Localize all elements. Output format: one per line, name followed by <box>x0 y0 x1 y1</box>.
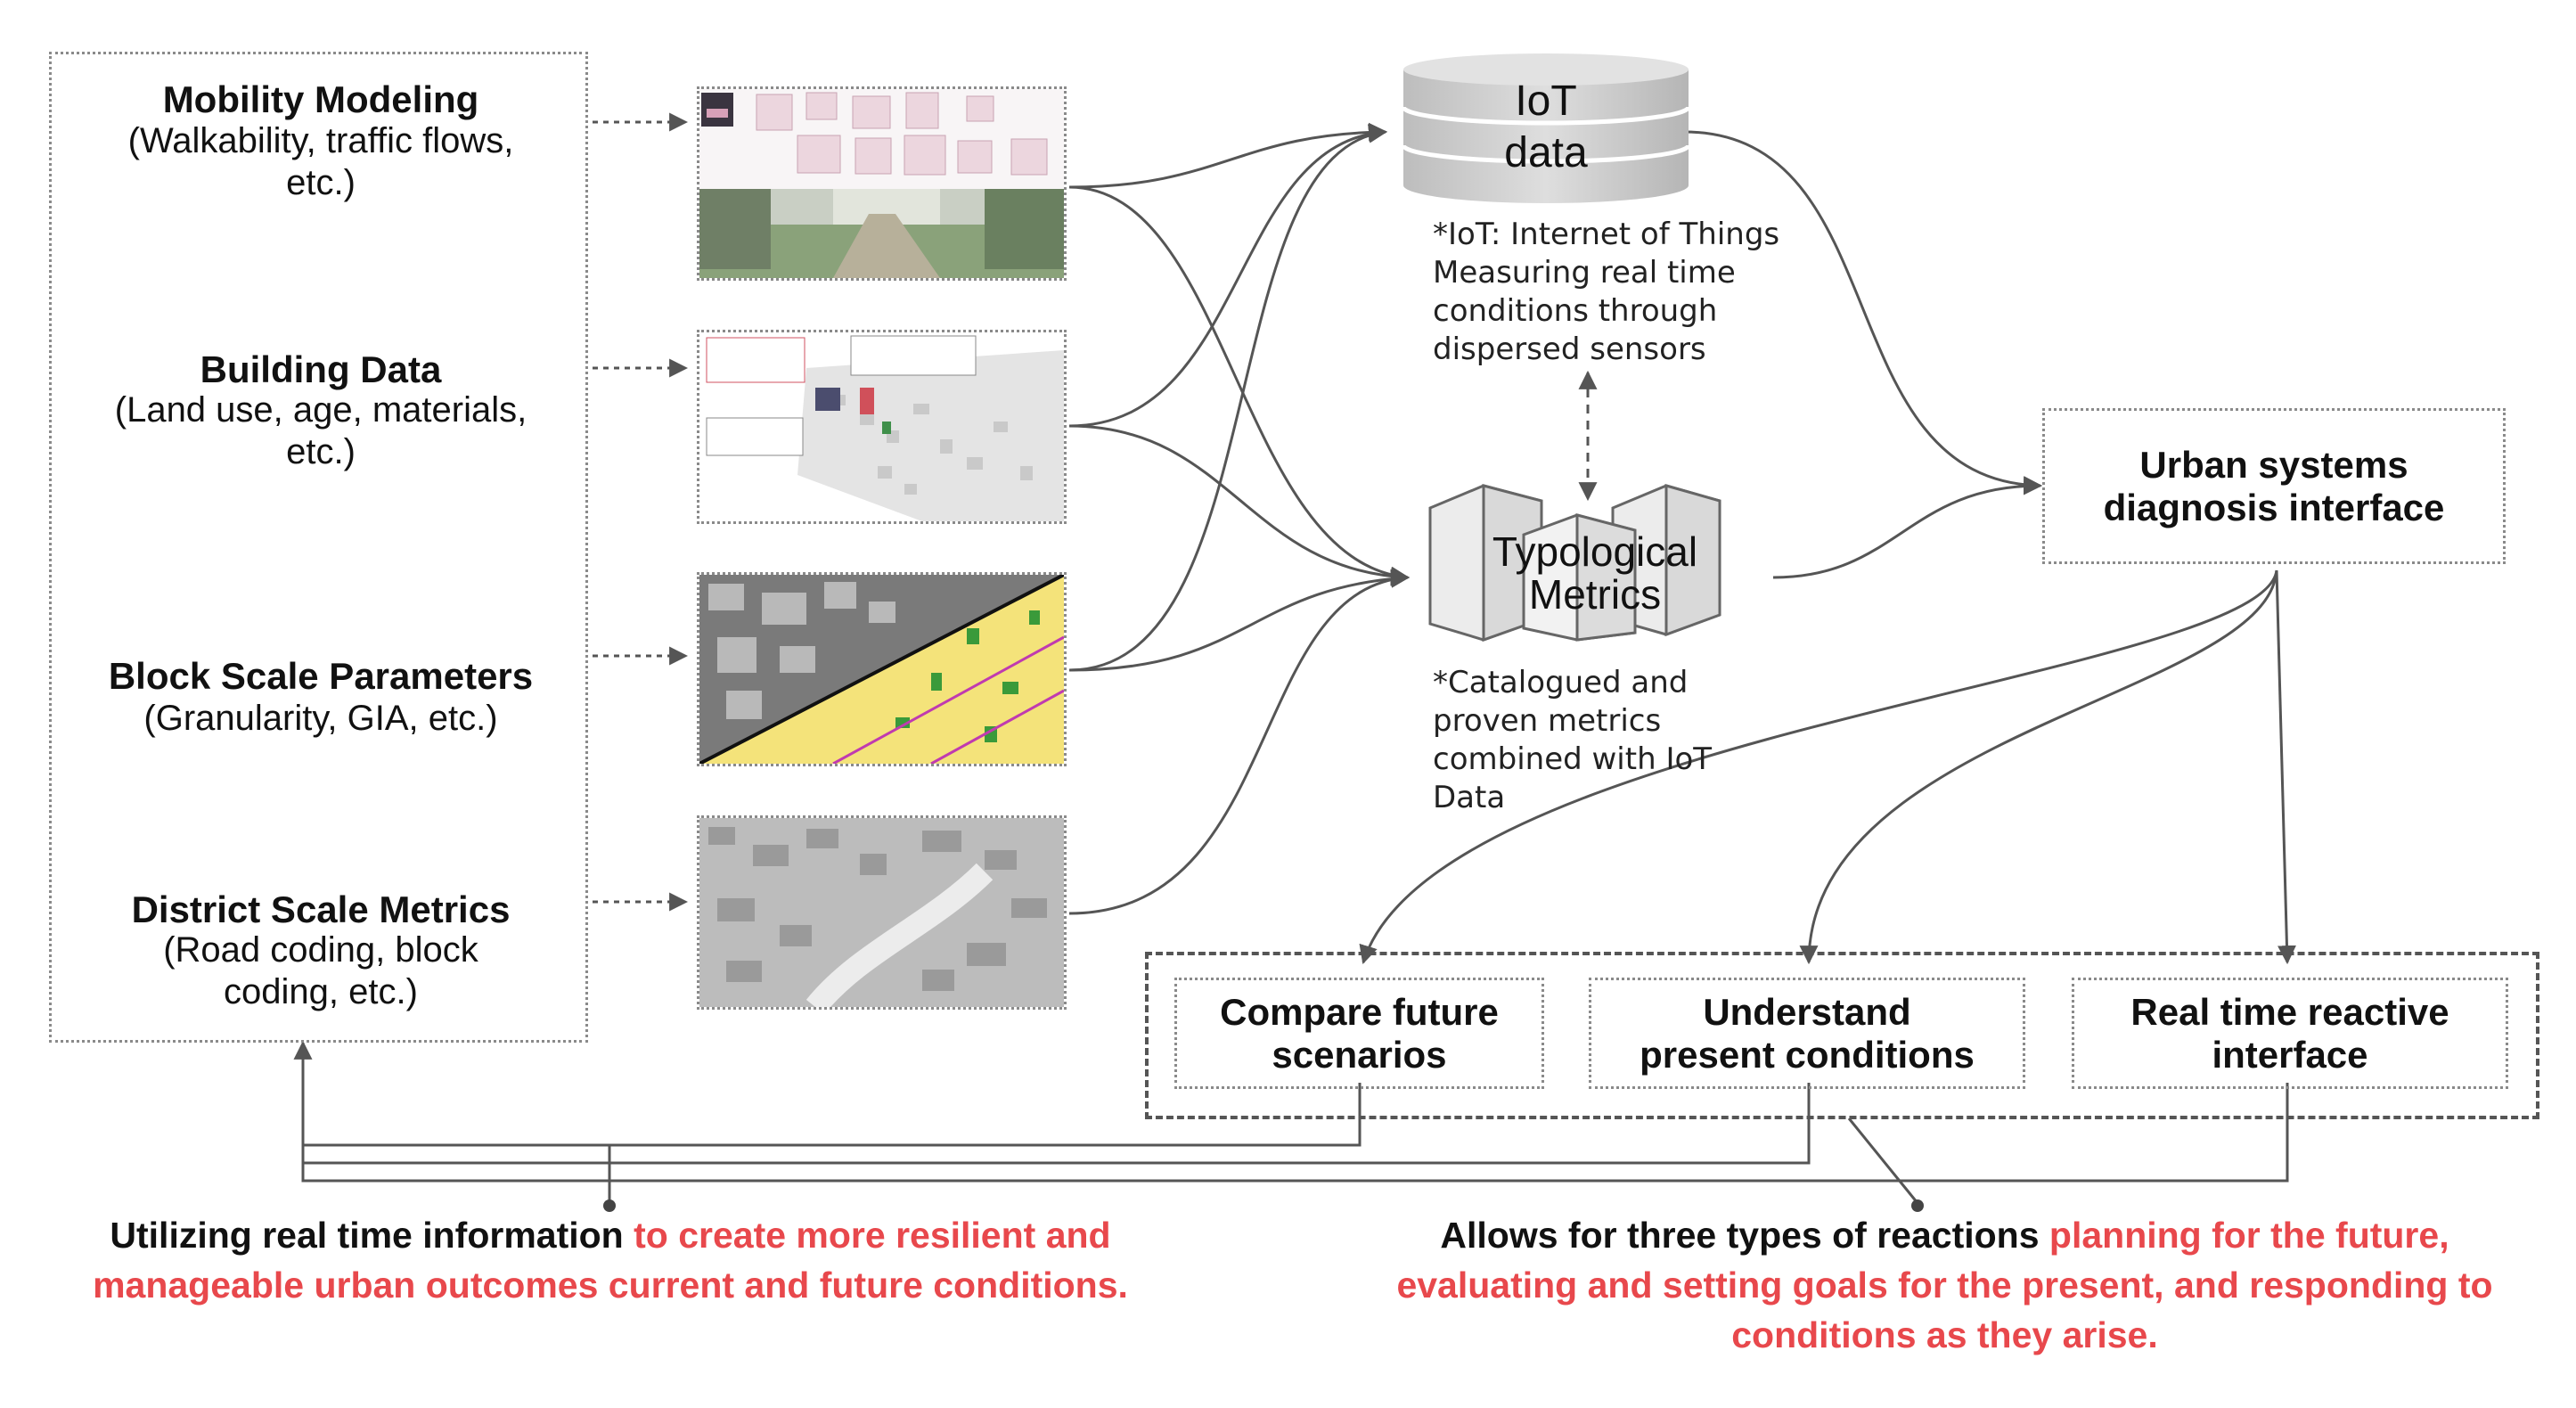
source-subtitle-block: (Granularity, GIA, etc.) <box>143 699 498 738</box>
curve-interface-compare <box>1359 569 2278 965</box>
caption-left: Utilizing real time information to creat… <box>71 1210 1149 1310</box>
iot-label-line2: data <box>1504 129 1588 176</box>
curve-building-iot <box>1068 123 1388 428</box>
curve-typo-interface <box>1772 476 2043 579</box>
output-realtime-interface: Real time reactive interface <box>2072 978 2508 1089</box>
curve-block-iot <box>1068 124 1388 672</box>
caption-left-black: Utilizing real time information <box>110 1215 634 1256</box>
line-interface-realtime <box>2275 569 2296 965</box>
iot-note: *IoT: Internet of Things Measuring real … <box>1433 217 1780 367</box>
curve-iot-interface <box>1683 130 2043 495</box>
curve-building-typo <box>1068 424 1411 586</box>
curve-district-typo <box>1068 569 1411 915</box>
curve-mobility-typo <box>1068 185 1411 585</box>
iot-label-line1: IoT <box>1515 78 1577 125</box>
source-title-block: Block Scale Parameters <box>108 655 534 697</box>
database-cylinder-icon <box>1401 53 1691 203</box>
caption-left-red: to create more resilient and manageable … <box>93 1215 1128 1306</box>
output-compare-future: Compare future scenarios <box>1174 978 1544 1089</box>
source-subtitle-building: (Land use, age, materials, etc.) <box>114 390 527 471</box>
iot-label: IoT data <box>1399 76 1693 179</box>
caption-right: Allows for three types of reactions plan… <box>1394 1210 2495 1360</box>
building-blocks-icon <box>1428 484 1721 642</box>
outputs-container <box>1145 952 2539 1119</box>
source-subtitle-district: (Road coding, block coding, etc.) <box>163 930 478 1011</box>
curve-interface-understand <box>1799 569 2278 965</box>
output-understand-present: Understand present conditions <box>1589 978 2025 1089</box>
caption-right-black: Allows for three types of reactions <box>1440 1215 2049 1256</box>
typological-label-line1: Typological <box>1492 528 1698 575</box>
thumbnail-mobility <box>697 86 1067 281</box>
pointer-dot-right <box>1911 1199 1924 1212</box>
pointer-right <box>1847 1117 1919 1204</box>
source-title-district: District Scale Metrics <box>131 888 511 930</box>
diagnosis-interface-box: Urban systems diagnosis interface <box>2042 408 2506 564</box>
source-title-mobility: Mobility Modeling <box>162 78 479 120</box>
thumbnail-building <box>697 330 1067 524</box>
pointer-dot-left <box>603 1199 616 1212</box>
curve-block-typo <box>1068 569 1411 672</box>
typological-note: *Catalogued and proven metrics combined … <box>1433 665 1713 815</box>
feedback-understand <box>303 1083 1811 1165</box>
caption-right-red: planning for the future, evaluating and … <box>1396 1215 2493 1355</box>
source-title-building: Building Data <box>200 348 442 390</box>
typological-label-line2: Metrics <box>1528 571 1662 618</box>
data-sources-panel <box>49 52 588 1043</box>
thumbnail-block <box>697 572 1067 766</box>
feedback-compare <box>303 1083 1362 1147</box>
typological-label: Typological Metrics <box>1426 530 1764 616</box>
feedback-realtime <box>293 1040 2289 1183</box>
thumbnail-district <box>697 815 1067 1010</box>
curve-mobility-iot <box>1068 122 1388 189</box>
source-subtitle-mobility: (Walkability, traffic flows, etc.) <box>127 121 514 202</box>
